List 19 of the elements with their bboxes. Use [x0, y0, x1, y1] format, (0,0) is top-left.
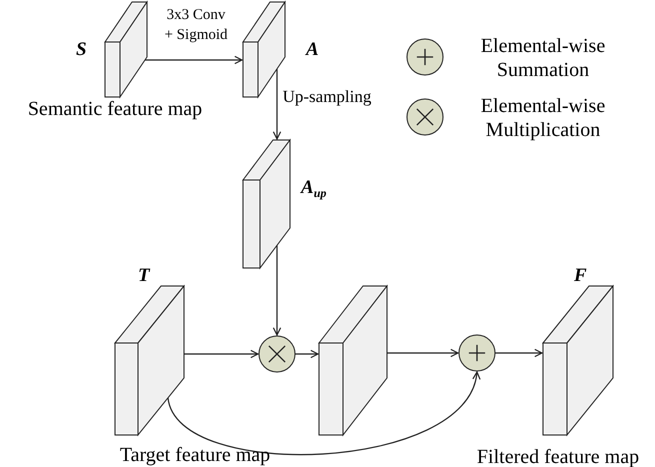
block-label: S [76, 40, 87, 59]
arrow [272, 68, 282, 140]
arrow [387, 348, 459, 358]
block-label: F [574, 266, 587, 285]
arrow [295, 350, 319, 358]
block-label: A$_{up}$ [301, 178, 326, 199]
edge-label: 3x3 Conv + Sigmoid [162, 6, 230, 45]
block-label: T [138, 266, 150, 285]
curved-arrow [167, 371, 479, 455]
node-label: Target feature map [120, 445, 270, 465]
legend-text: Elemental-wise Summation [480, 34, 606, 82]
node-label: Filtered feature map [476, 447, 640, 467]
arrow [272, 245, 282, 336]
block-label: A [306, 40, 319, 59]
arrow [144, 56, 243, 64]
legend-text: Elemental-wise Multiplication [480, 94, 606, 142]
arrow [495, 348, 543, 358]
node-label: Semantic feature map [28, 99, 202, 119]
arrow [184, 350, 259, 358]
